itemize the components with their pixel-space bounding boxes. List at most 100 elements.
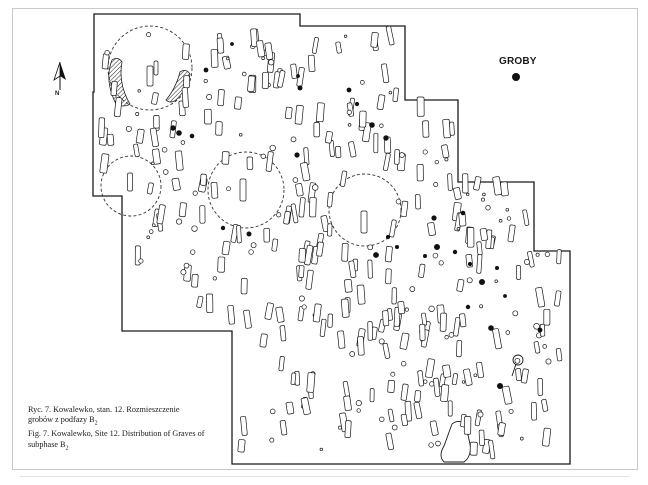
grave-outline [498,219,503,223]
marked-grave [383,135,389,141]
grave-outline [261,56,265,60]
grave-outline [522,209,530,226]
marked-grave [497,383,503,389]
grave-outline [277,70,286,88]
grave-outline [153,115,160,129]
grave-outline [456,340,463,358]
marked-grave [385,234,391,240]
grave-outline [227,304,236,325]
grave-outline [171,177,181,191]
marked-grave [246,231,252,237]
grave-outline [226,56,230,61]
grave-outline [221,240,231,256]
grave-outline [153,60,159,76]
grave-outline [360,210,368,234]
grave-outline [271,238,279,252]
grave-outline [400,383,409,401]
grave-outline [427,222,436,236]
grave-outline [388,90,393,95]
grave-outline [554,290,562,307]
grave-outline [279,325,287,342]
grave-outline [181,87,189,108]
grave-outline [469,441,478,456]
marked-grave [170,125,176,131]
grave-outline [382,310,390,327]
grave-outline [206,293,214,313]
grave-outline [463,416,472,435]
grave-outline [300,397,311,416]
grave-outline [467,227,475,248]
grave-outline [463,368,473,386]
grave-outline [533,341,541,354]
grave-outline [203,78,208,84]
grave-outline [541,399,549,412]
grave-outline [416,96,425,117]
barrow-ring [207,151,285,229]
grave-outline [369,388,375,403]
caption-polish-line-2: grobów z podfazy B2 [28,415,238,429]
grave-outline [327,223,333,237]
grave-outline [359,110,367,128]
grave-outline [319,447,323,452]
figure-caption: Ryc. 7. Kowalewko, stan. 12. Rozmieszcze… [28,405,238,454]
grave-outline [180,269,187,276]
grave-outline [439,312,447,332]
grave-outline [397,301,406,315]
marked-grave [203,67,209,73]
grave-outline [440,384,450,402]
grave-outline [382,343,391,359]
grave-outline [356,408,361,413]
grave-outline [347,123,352,127]
marked-grave [189,133,195,139]
grave-outline [391,424,398,431]
grave-outline [212,276,217,281]
grave-outline [250,242,257,249]
grave-outline [419,323,426,341]
caption-english-line-2: subphase B2 [28,440,238,454]
marked-grave [431,215,437,221]
grave-outline [520,368,529,384]
grave-outline [404,307,409,312]
marked-grave [452,249,458,255]
grave-outline [378,338,385,345]
grave-outline [381,63,390,84]
grave-outline [340,298,350,318]
grave-outline [389,219,397,238]
grave-outline [444,157,449,162]
grave-outline [425,358,435,379]
grave-outline [247,75,256,92]
grave-outline [324,131,333,144]
marked-grave [537,327,543,333]
marked-grave [465,304,471,310]
grave-outline [276,212,282,218]
caption-english-text: subphase B [28,439,66,449]
grave-outline [481,197,485,202]
grave-outline [395,198,402,205]
grave-outline [151,92,159,105]
grave-outline [555,348,563,362]
grave-outline [478,429,485,446]
marked-grave [373,252,379,258]
grave-outline [99,153,110,174]
grave-outline [423,379,428,384]
grave-outline [337,330,346,349]
grave-outline [335,41,342,54]
grave-outline [383,152,391,171]
grave-marker [512,354,524,366]
grave-outline [305,269,314,290]
grave-outline [453,317,461,337]
grave-outline [133,143,140,158]
grave-outline [456,278,465,292]
grave-outline [343,34,348,38]
grave-outline [174,150,184,171]
grave-outline [275,306,285,323]
grave-outline [339,170,348,187]
grave-outline [390,371,396,377]
grave-outline [359,80,365,85]
grave-outline [278,356,285,372]
grave-outline [226,186,231,192]
marked-grave [488,325,494,331]
marked-grave [220,225,226,231]
grave-outline [482,192,486,197]
